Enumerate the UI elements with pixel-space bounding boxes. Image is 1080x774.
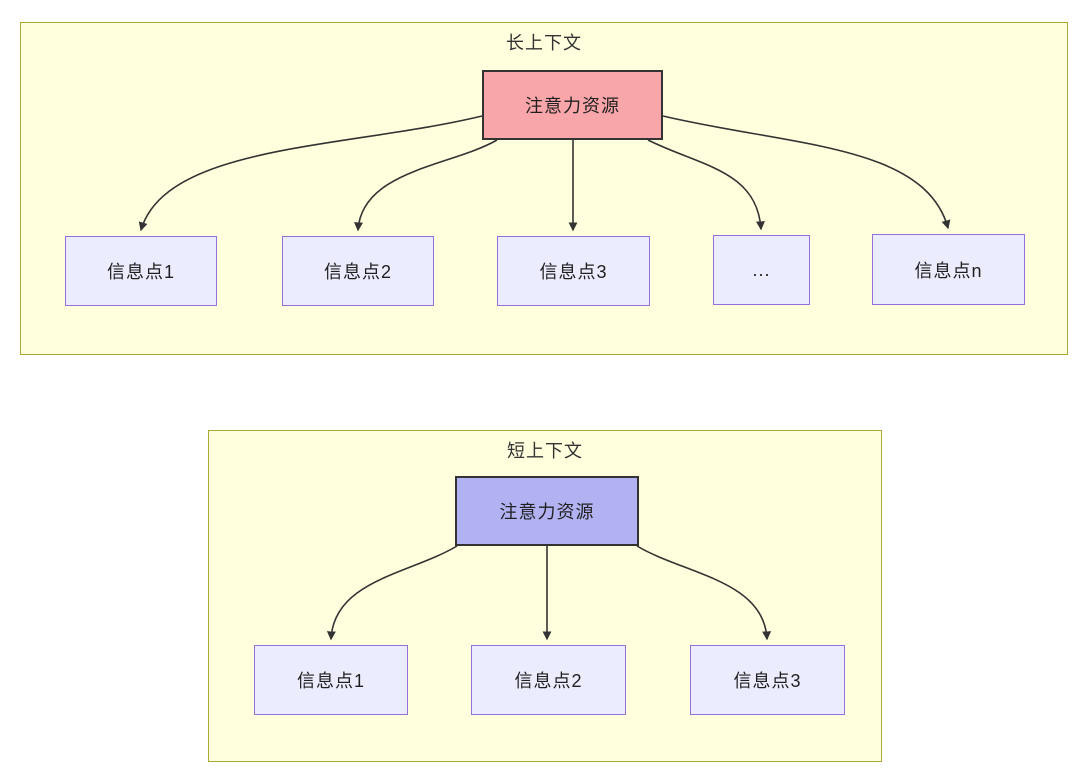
info-node-label: 信息点2: [514, 671, 583, 691]
info-node-short-2: 信息点2: [471, 645, 626, 715]
info-node-label: 信息点3: [733, 671, 802, 691]
info-node-short-3: 信息点3: [690, 645, 845, 715]
info-node-label: ...: [752, 259, 771, 280]
info-node-label: 信息点2: [323, 262, 392, 282]
info-node-long-n: 信息点n: [872, 234, 1025, 305]
info-node-label: 信息点1: [106, 262, 175, 282]
info-node-label: 信息点3: [539, 262, 608, 282]
attention-resource-label-long: 注意力资源: [525, 96, 620, 116]
attention-resource-box-short: 注意力资源: [455, 476, 639, 546]
panel-long-title: 长上下文: [506, 33, 582, 53]
panel-short-title: 短上下文: [507, 441, 583, 461]
info-node-short-1: 信息点1: [254, 645, 408, 715]
info-node-label: 信息点n: [914, 260, 983, 281]
info-node-long-1: 信息点1: [65, 236, 217, 306]
info-node-long-ellipsis: ...: [713, 235, 810, 305]
attention-resource-label-short: 注意力资源: [499, 502, 595, 522]
info-node-label: 信息点1: [296, 671, 365, 691]
attention-resource-box-long: 注意力资源: [482, 70, 663, 140]
info-node-long-3: 信息点3: [497, 236, 650, 306]
info-node-long-2: 信息点2: [282, 236, 434, 306]
